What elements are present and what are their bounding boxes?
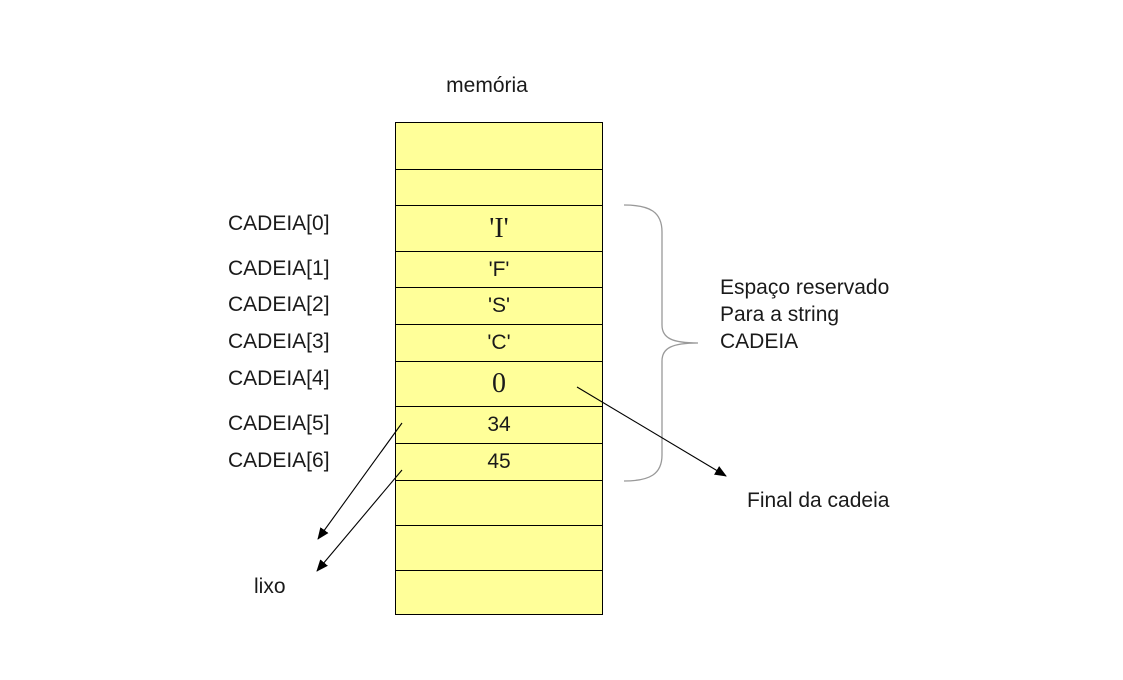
memory-cell-cadeia-0: 'I' (396, 206, 602, 252)
memory-cell (396, 571, 602, 614)
reserved-space-note: Espaço reservado Para a string CADEIA (720, 274, 889, 355)
cell-value: 'S' (487, 294, 511, 317)
end-of-string-label: Final da cadeia (747, 489, 890, 512)
note-line: CADEIA (720, 330, 799, 353)
memory-cell-cadeia-2: 'S' (396, 288, 602, 325)
memory-block: 'I' 'F' 'S' 'C' 0 34 45 (395, 122, 603, 615)
cell-value: 34 (487, 413, 511, 436)
index-label-cadeia-0: CADEIA[0] (228, 212, 330, 235)
curly-brace (623, 204, 699, 482)
index-label-cadeia-5: CADEIA[5] (228, 412, 330, 435)
memory-cell-cadeia-5: 34 (396, 407, 602, 444)
index-label-cadeia-3: CADEIA[3] (228, 330, 330, 353)
memory-cell (396, 481, 602, 526)
memory-cell-cadeia-4: 0 (396, 362, 602, 407)
garbage-arrow (317, 422, 403, 540)
garbage-label: lixo (254, 575, 286, 598)
note-line: Espaço reservado (720, 276, 890, 299)
memory-cell (396, 123, 602, 170)
memory-cell-cadeia-6: 45 (396, 444, 602, 481)
memory-cell (396, 526, 602, 571)
cell-value: 'F' (488, 257, 510, 281)
cell-value: 45 (487, 450, 511, 473)
cell-value: 'C' (487, 331, 511, 354)
index-label-cadeia-1: CADEIA[1] (228, 257, 330, 280)
note-line: Para a string (720, 303, 840, 326)
diagram-title: memória (446, 74, 528, 97)
garbage-arrow (316, 469, 403, 572)
cell-value: 0 (492, 368, 506, 399)
index-label-cadeia-2: CADEIA[2] (228, 293, 330, 316)
cell-value: 'I' (489, 212, 509, 244)
memory-cell (396, 170, 602, 206)
memory-cell-cadeia-1: 'F' (396, 252, 602, 288)
index-label-cadeia-4: CADEIA[4] (228, 367, 330, 390)
memory-cell-cadeia-3: 'C' (396, 325, 602, 362)
index-label-cadeia-6: CADEIA[6] (228, 449, 330, 472)
